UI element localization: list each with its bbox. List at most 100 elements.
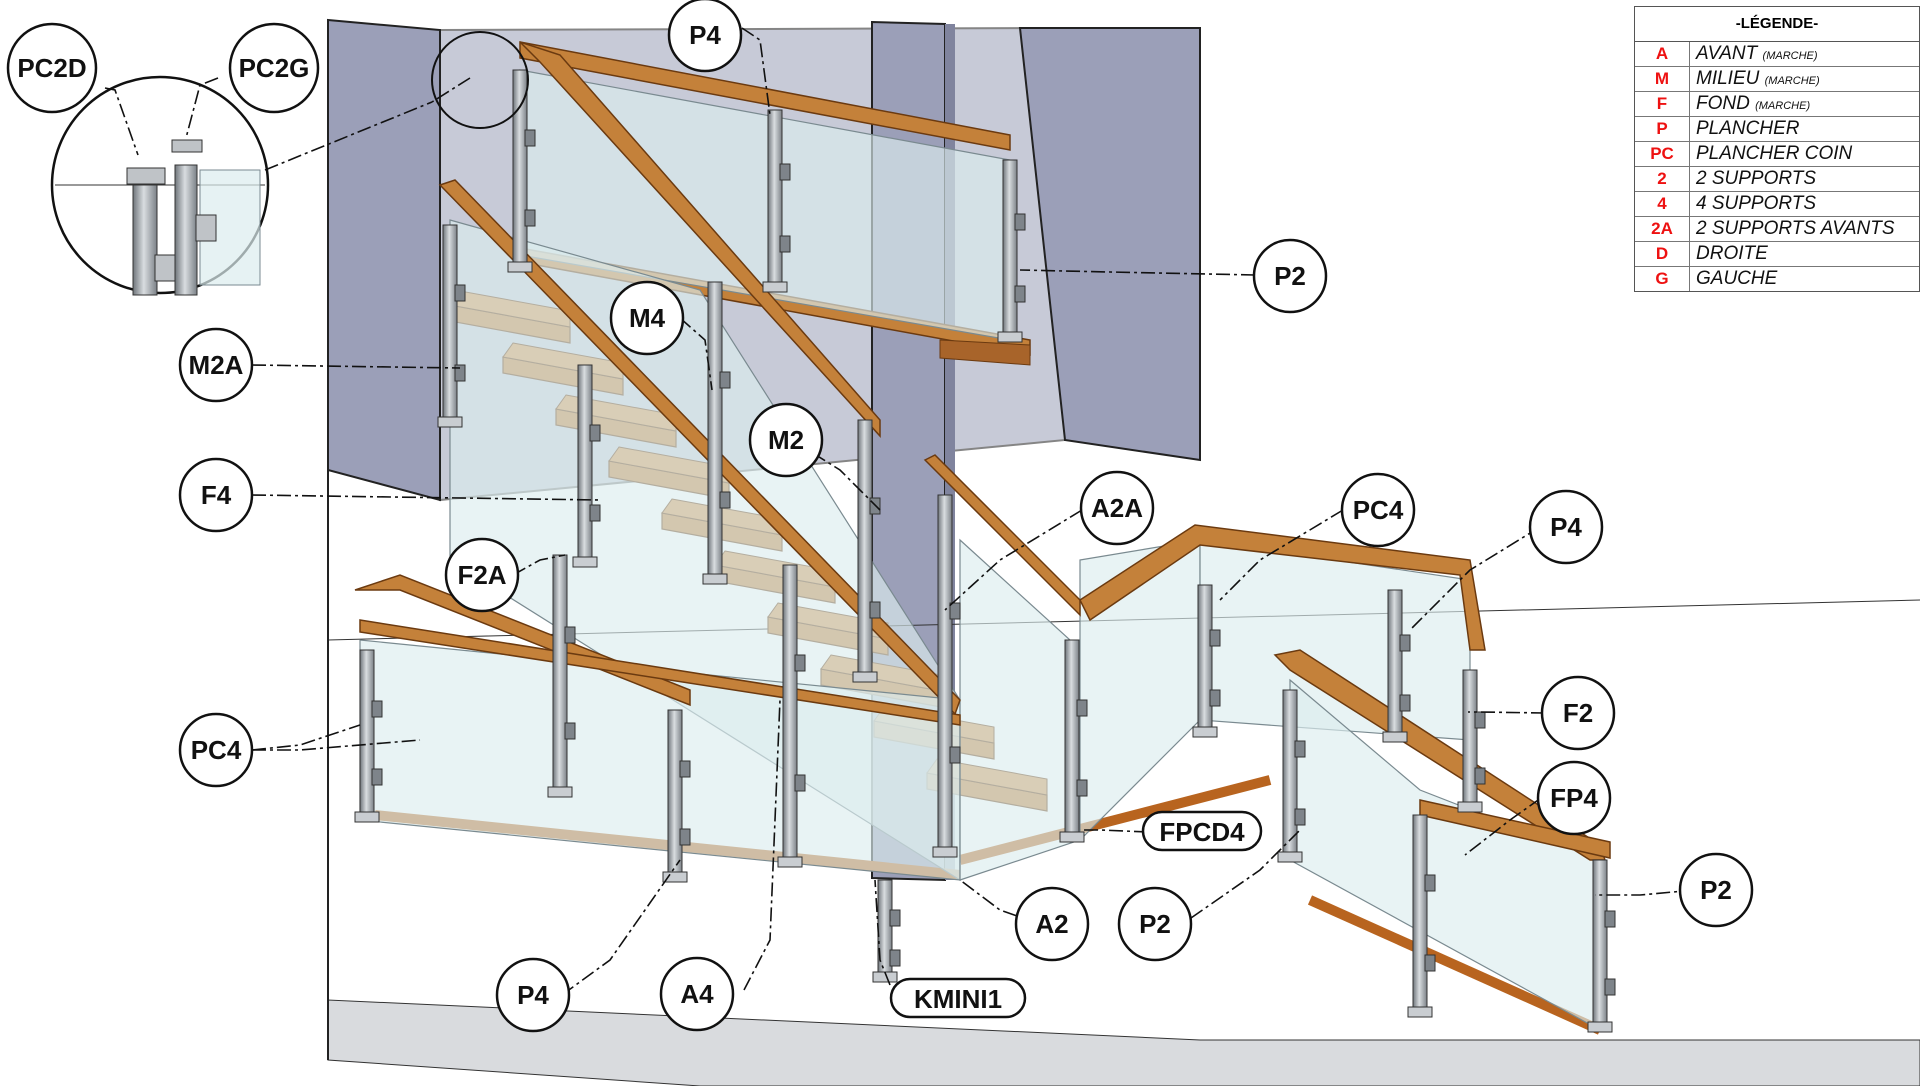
callout-p4-top: P4 xyxy=(667,0,743,73)
glass-clamp xyxy=(779,235,791,253)
steel-post xyxy=(857,419,873,681)
legend-row: 2 2 SUPPORTS xyxy=(1635,167,1919,192)
svg-text:P2: P2 xyxy=(1274,261,1306,291)
glass-clamp xyxy=(454,284,466,302)
callout-pc4-right: PC4 xyxy=(1340,472,1416,548)
glass-clamp xyxy=(589,424,601,442)
leader-lines xyxy=(104,27,1696,996)
glass-clamp xyxy=(1399,694,1411,712)
glass-clamp xyxy=(589,504,601,522)
svg-text:F2A: F2A xyxy=(457,560,506,590)
steel-post xyxy=(782,564,798,866)
legend-description: 4 SUPPORTS xyxy=(1690,192,1816,216)
post-base-plate xyxy=(1192,726,1218,738)
legend-code: 2 xyxy=(1635,167,1690,191)
legend-label: FOND xyxy=(1696,93,1750,114)
steel-post xyxy=(359,649,375,821)
steel-post xyxy=(1387,589,1403,741)
legend-label: AVANT xyxy=(1696,43,1758,64)
glass-panels xyxy=(359,69,1601,1032)
callout-a4: A4 xyxy=(659,956,735,1032)
post-base-plate xyxy=(437,416,463,428)
svg-text:P4: P4 xyxy=(1550,512,1582,542)
callout-m2a: M2A xyxy=(178,327,254,403)
glass-clamp xyxy=(889,949,901,967)
svg-text:M2: M2 xyxy=(768,425,804,455)
glass-clamp xyxy=(564,626,576,644)
legend-label: 2 SUPPORTS AVANTS xyxy=(1696,218,1895,239)
svg-text:PC4: PC4 xyxy=(191,735,242,765)
glass-clamp xyxy=(719,371,731,389)
glass-clamp xyxy=(889,909,901,927)
glass-clamp xyxy=(524,209,536,227)
callout-pc2g: PC2G xyxy=(228,22,320,114)
callout-kmini1: KMINI1 xyxy=(889,977,1027,1019)
glass-clamp xyxy=(524,129,536,147)
legend-code: G xyxy=(1635,267,1690,291)
glass-clamp xyxy=(794,774,806,792)
svg-text:A4: A4 xyxy=(680,979,714,1009)
glass-clamp xyxy=(949,602,961,620)
post-base-plate xyxy=(572,556,598,568)
svg-text:F2: F2 xyxy=(1563,698,1593,728)
callout-p2-mid: P2 xyxy=(1117,886,1193,962)
callout-p4-right: P4 xyxy=(1528,489,1604,565)
svg-text:PC2D: PC2D xyxy=(17,53,86,83)
legend-label: PLANCHER COIN xyxy=(1696,143,1853,164)
legend-description: PLANCHER COIN xyxy=(1690,142,1852,166)
callout-fp4: FP4 xyxy=(1536,760,1612,836)
glass-clamp xyxy=(869,601,881,619)
glass-clamp xyxy=(1294,740,1306,758)
legend-description: PLANCHER xyxy=(1690,117,1799,141)
post-base-plate xyxy=(932,846,958,858)
steel-post xyxy=(1002,159,1018,341)
steel-post xyxy=(707,281,723,583)
callout-p2-top: P2 xyxy=(1252,238,1328,314)
glass-clamp xyxy=(1209,629,1221,647)
glass-clamp xyxy=(1076,699,1088,717)
svg-text:P2: P2 xyxy=(1139,909,1171,939)
legend-row: D DROITE xyxy=(1635,242,1919,267)
steel-post xyxy=(442,224,458,426)
legend-label: 2 SUPPORTS xyxy=(1696,168,1817,189)
callout-p2-right: P2 xyxy=(1678,852,1754,928)
legend-label: DROITE xyxy=(1696,243,1768,264)
post-base-plate xyxy=(354,811,380,823)
steel-post xyxy=(577,364,593,566)
glass-clamp xyxy=(1076,779,1088,797)
glass-clamp xyxy=(1014,285,1026,303)
svg-text:PC2G: PC2G xyxy=(239,53,310,83)
legend-description: FOND (MARCHE) xyxy=(1690,92,1810,116)
callout-f2: F2 xyxy=(1540,675,1616,751)
legend-code: 4 xyxy=(1635,192,1690,216)
legend-code: D xyxy=(1635,242,1690,266)
svg-text:P2: P2 xyxy=(1700,875,1732,905)
svg-text:KMINI1: KMINI1 xyxy=(914,984,1002,1014)
glass-clamp xyxy=(454,364,466,382)
steel-post xyxy=(937,494,953,856)
post-base-plate xyxy=(1407,1006,1433,1018)
svg-text:FP4: FP4 xyxy=(1550,783,1598,813)
glass-clamp xyxy=(1399,634,1411,652)
glass-clamp xyxy=(779,163,791,181)
glass-clamp xyxy=(1604,978,1616,996)
svg-text:P4: P4 xyxy=(517,980,549,1010)
steel-post xyxy=(767,109,783,291)
glass-clamp xyxy=(564,722,576,740)
callout-fpcd4: FPCD4 xyxy=(1141,810,1263,852)
callout-f4: F4 xyxy=(178,457,254,533)
legend-sublabel: (MARCHE) xyxy=(1755,100,1811,112)
legend-code: A xyxy=(1635,42,1690,66)
legend-description: GAUCHE xyxy=(1690,267,1777,291)
steel-post xyxy=(1412,814,1428,1016)
svg-text:A2A: A2A xyxy=(1091,493,1143,523)
legend-description: AVANT (MARCHE) xyxy=(1690,42,1818,66)
post-base-plate xyxy=(852,671,878,683)
callout-a2a: A2A xyxy=(1079,470,1155,546)
